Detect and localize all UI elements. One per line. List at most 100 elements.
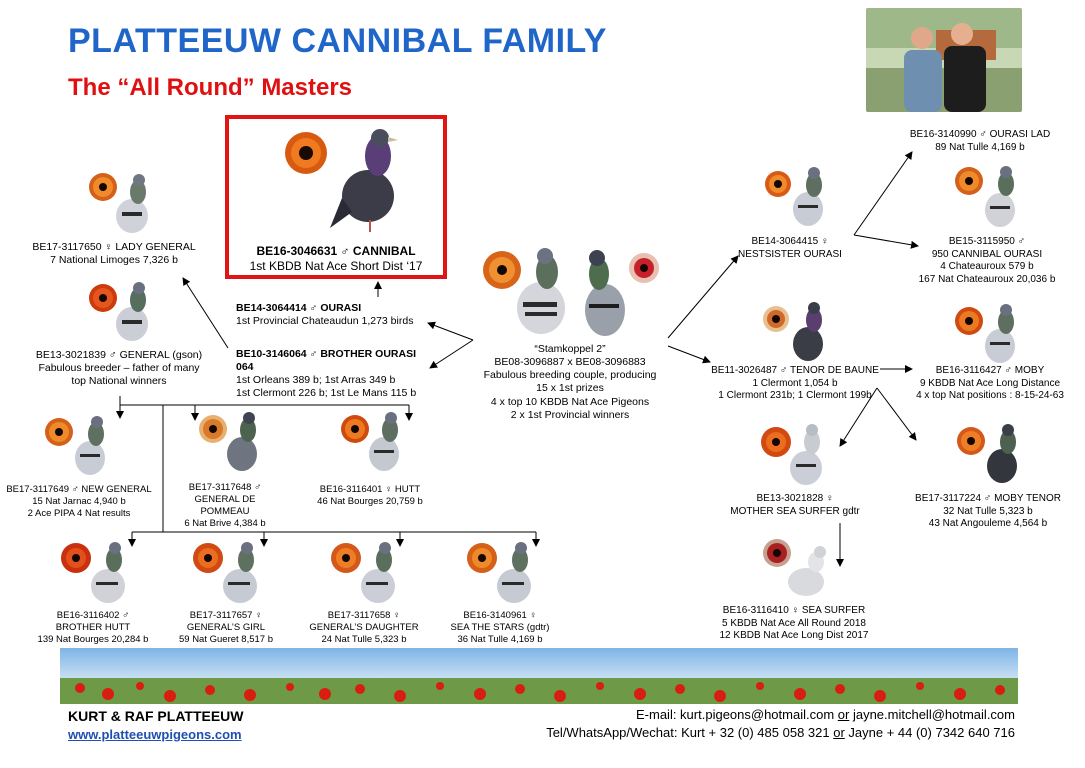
eye-icon [955,167,983,195]
or-label: or [837,707,850,722]
phone-label: Jayne + 44 (0) 7342 640 716 [844,725,1015,740]
result-label: 1st Orleans 389 b; 1st Arras 349 b [236,374,396,387]
pigeon-image [91,542,125,603]
result-label: 4 x top 10 KBDB Nat Ace Pigeons [490,395,650,408]
pigeon-image [361,542,395,603]
card-cannibal-ourasi: BE15-3115950 ♂ 950 CANNIBAL OURASI 4 Cha… [912,236,1062,286]
pigeon-image [793,302,823,361]
card-moby: BE16-3116427 ♂ MOBY 9 KBDB Nat Ace Long … [900,365,1080,403]
name-label: “Stamkoppel 2” [534,343,606,355]
ring-label: BE17-3117657 ♀ [189,610,263,621]
result-label: 950 CANNIBAL OURASI [931,248,1043,260]
ring-label: BE16-3116427 ♂ MOBY [935,365,1045,376]
card-sea-surfer: BE16-3116410 ♀ SEA SURFER 5 KBDB Nat Ace… [704,605,884,643]
result-label: 15 Nat Jarnac 4,940 b [32,495,126,507]
result-label: 32 Nat Tulle 5,323 b [943,505,1033,517]
card-child-row1-1: BE17-3117649 ♂ NEW GENERAL 15 Nat Jarnac… [4,484,154,520]
contact-email: E-mail: kurt.pigeons@hotmail.com or jayn… [636,707,1015,722]
eye-icon [45,418,73,446]
ring-label: BE17-3117224 ♂ MOBY TENOR [915,493,1061,504]
eye-icon [955,307,983,335]
featured-card-cannibal [225,115,447,279]
card-nestsister-ourasi: BE14-3064415 ♀ NESTSISTER OURASI [730,236,850,261]
pigeon-image [116,282,148,341]
card-moby-tenor: BE17-3117224 ♂ MOBY TENOR 32 Nat Tulle 5… [898,493,1078,531]
card-ourasi: BE14-3064414 ♂ OURASI 1st Provincial Cha… [236,302,436,328]
website-link[interactable]: www.platteeuwpigeons.com [68,727,242,742]
card-general: BE13-3021839 ♂ GENERAL (gson) Fabulous b… [24,349,214,388]
card-child-row2-3: BE17-3117658 ♀ GENERAL’S DAUGHTER 24 Nat… [304,610,424,646]
result-label: 9 KBDB Nat Ace Long Distance [919,377,1061,389]
ring-label: BE16-3116401 ♀ HUTT [319,484,421,495]
ring-label: BE17-3117650 ♀ LADY GENERAL [32,241,196,253]
result-label: 4 x top Nat positions : 8-15-24-63 [916,390,1064,401]
result-label: 1st Provincial Chateaudun 1,273 birds [236,315,414,328]
ring-label: BE08-3096887 x BE08-3096883 [494,356,646,369]
result-label: Fabulous breeding couple, producing [483,369,657,382]
ring-label: BE13-3021839 ♂ GENERAL (gson) [35,349,203,361]
result-label: 43 Nat Angouleme 4,564 b [928,518,1048,529]
pigeon-image [517,248,565,334]
pigeon-image [75,416,105,475]
card-ourasi-lad: BE16-3140990 ♂ OURASI LAD 89 Nat Tulle 4… [900,129,1060,154]
pigeon-image [788,546,826,596]
result-label: 1 Clermont 1,054 b [752,377,838,389]
pigeon-image [497,542,531,603]
eye-icon [763,539,791,567]
result-label: GENERAL’S GIRL [186,621,266,633]
result-label: 12 KBDB Nat Ace Long Dist 2017 [719,630,869,641]
poppy-banner [60,648,1018,704]
card-child-row2-2: BE17-3117657 ♀ GENERAL’S GIRL 59 Nat Gue… [166,610,286,646]
pigeon-image [985,304,1015,363]
result-label: Fabulous breeder – father of many [38,362,200,375]
pigeon-image [227,412,257,471]
ring-label: BE14-3064415 ♀ [751,236,829,247]
ring-label: BE16-3046631 ♂ CANNIBAL [256,244,416,258]
eye-icon [193,543,223,573]
card-child-row1-2: BE17-3117648 ♂ GENERAL DE POMMEAU 6 Nat … [170,482,280,530]
eye-icon [765,171,791,197]
page-subtitle: The “All Round” Masters [68,74,353,101]
result-label: 89 Nat Tulle 4,169 b [935,141,1025,153]
result-label: 24 Nat Tulle 5,323 b [321,633,407,645]
email-label[interactable]: jayne.mitchell@hotmail.com [849,707,1015,722]
pigeon-image [793,167,823,226]
eye-icon [467,543,497,573]
card-stamkoppel: “Stamkoppel 2” BE08-3096887 x BE08-30968… [470,343,670,422]
eye-icon [761,427,791,457]
ring-label: BE10-3146064 ♂ BROTHER OURASI 064 [236,348,417,374]
eye-icon [341,415,369,443]
result-label: top National winners [71,375,167,388]
card-lady-general: BE17-3117650 ♀ LADY GENERAL 7 National L… [24,241,204,267]
ring-label: BE13-3021828 ♀ [756,493,834,504]
result-label: 2 Ace PIPA 4 Nat results [27,507,131,519]
eye-icon [629,253,659,283]
result-label: GENERAL DE POMMEAU [194,493,256,517]
result-label: 46 Nat Bourges 20,759 b [317,495,423,507]
pigeon-image [330,129,398,232]
result-label: 59 Nat Gueret 8,517 b [178,633,273,645]
card-child-row2-4: BE16-3140961 ♀ SEA THE STARS (gdtr) 36 N… [440,610,560,646]
ring-label: BE17-3117648 ♂ [188,482,262,493]
eye-icon [763,306,789,332]
page-title: PLATTEEUW CANNIBAL FAMILY [68,22,607,60]
result-label: 1 Clermont 231b; 1 Clermont 199b [718,390,872,401]
ring-label: BE14-3064414 ♂ OURASI [236,302,362,314]
card-child-row2-1: BE16-3116402 ♂ BROTHER HUTT 139 Nat Bour… [28,610,158,646]
result-label: MOTHER SEA SURFER gdtr [730,505,860,517]
eye-icon [89,284,117,312]
ring-label: BE11-3026487 ♂ TENOR DE BAUNE [711,365,879,376]
eye-icon [61,543,91,573]
ring-label: BE16-3116410 ♀ SEA SURFER [722,605,866,616]
ring-label: BE17-3117658 ♀ [327,610,401,621]
contact-phone: Tel/WhatsApp/Wechat: Kurt + 32 (0) 485 0… [546,725,1015,740]
ring-label: BE16-3140961 ♀ [463,610,537,621]
eye-icon [957,427,985,455]
pigeon-image [223,542,257,603]
ring-label: BE15-3115950 ♂ [948,236,1026,247]
eye-icon [285,132,327,174]
result-label: 15 x 1st prizes [536,382,604,395]
ring-label: BE16-3116402 ♂ [56,610,130,621]
email-label[interactable]: E-mail: kurt.pigeons@hotmail.com [636,707,838,722]
